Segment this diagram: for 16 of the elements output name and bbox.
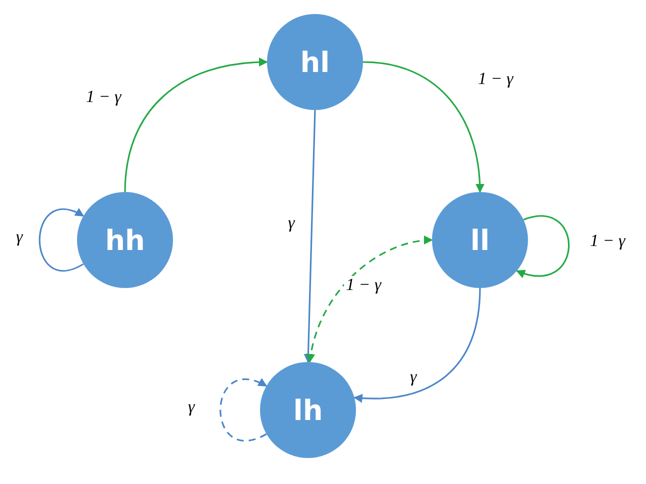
edge-label: 1 − γ [588, 232, 628, 251]
state-label: hh [105, 224, 145, 256]
arrow [220, 378, 268, 442]
arrow [304, 110, 316, 363]
edge-label: 1 − γ [476, 70, 516, 89]
arrow [124, 58, 268, 192]
arrow [38, 208, 84, 272]
arrow [353, 288, 481, 402]
edge-label: 1 − γ [84, 88, 124, 107]
arrow [306, 236, 433, 363]
state-label: lh [293, 394, 323, 426]
arrow [516, 215, 570, 278]
state-label: ll [470, 224, 490, 256]
state-label: hl [300, 46, 330, 78]
arrow [362, 61, 484, 193]
edge-label: 1 − γ [344, 276, 384, 295]
